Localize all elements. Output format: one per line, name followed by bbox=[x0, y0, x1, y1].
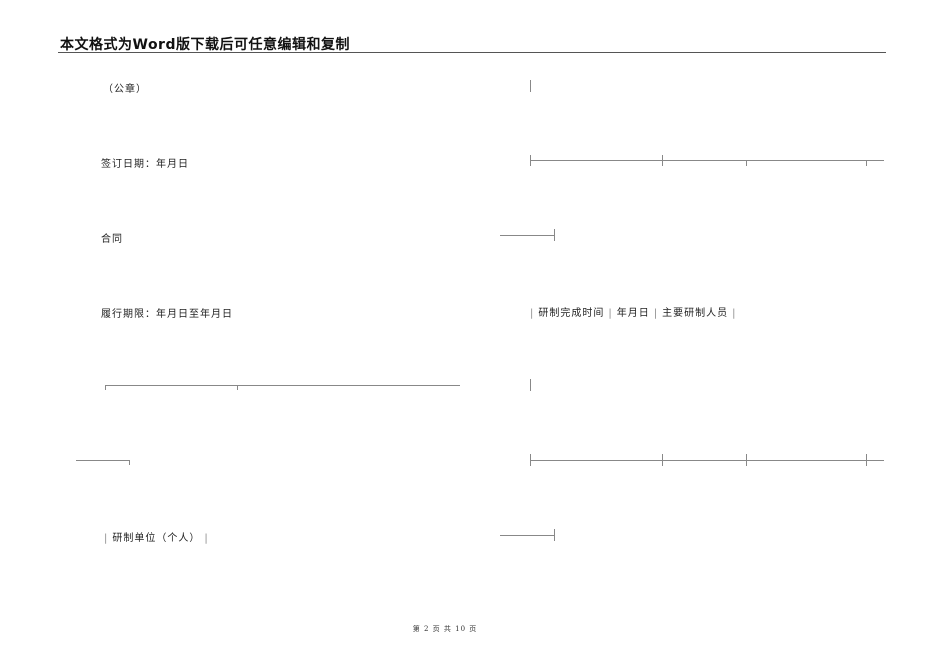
cell-border: | bbox=[204, 533, 209, 544]
cell-main-staff: 主要研制人员 bbox=[662, 308, 729, 319]
page-suffix: 页 bbox=[469, 625, 478, 633]
page-mid2: 共 bbox=[443, 625, 452, 633]
table-tick bbox=[237, 385, 238, 390]
term-label: 履行期限：年月日至年月日 bbox=[101, 309, 233, 320]
table-tick bbox=[105, 385, 106, 390]
page-current: 2 bbox=[423, 625, 430, 633]
table-tick bbox=[866, 454, 867, 466]
table-tick bbox=[530, 454, 531, 466]
table-rule bbox=[76, 460, 130, 461]
cell-border: | bbox=[732, 308, 737, 319]
page-mid1: 页 bbox=[432, 625, 441, 633]
page-total: 10 bbox=[455, 625, 467, 633]
table-tick bbox=[554, 529, 555, 541]
table-tick bbox=[746, 454, 747, 466]
table-tick bbox=[530, 155, 531, 166]
table-tick bbox=[662, 454, 663, 466]
table-rule bbox=[105, 385, 460, 386]
cell-border: | bbox=[653, 308, 659, 319]
cell-border: | bbox=[608, 308, 613, 319]
table-rule bbox=[500, 235, 555, 236]
page-header-title: 本文格式为Word版下载后可任意编辑和复制 bbox=[60, 37, 350, 53]
header-rule bbox=[58, 52, 886, 53]
table-rule bbox=[530, 460, 884, 461]
table-tick bbox=[662, 155, 663, 166]
cell-border: | bbox=[104, 533, 109, 544]
cell-completion-time: 研制完成时间 bbox=[538, 308, 605, 319]
table-tick bbox=[129, 460, 130, 465]
page-number-footer: 第 2 页 共 10 页 bbox=[0, 624, 890, 634]
cell-border: | bbox=[530, 308, 535, 319]
seal-label: （公章） bbox=[103, 84, 147, 95]
table-tick bbox=[746, 160, 747, 166]
unit-row: |研制单位（个人）| bbox=[104, 529, 213, 544]
cell-date: 年月日 bbox=[616, 308, 650, 319]
table-border bbox=[530, 80, 531, 92]
table-rule bbox=[500, 535, 555, 536]
table-tick bbox=[866, 160, 867, 166]
unit-label: 研制单位（个人） bbox=[112, 533, 201, 544]
table-tick bbox=[554, 229, 555, 241]
contract-label: 合同 bbox=[101, 234, 123, 245]
sign-date-label: 签订日期：年月日 bbox=[101, 159, 189, 170]
completion-row: |研制完成时间|年月日|主要研制人员| bbox=[530, 304, 741, 319]
page-prefix: 第 bbox=[412, 625, 421, 633]
table-border bbox=[530, 379, 531, 391]
table-rule bbox=[530, 160, 884, 161]
